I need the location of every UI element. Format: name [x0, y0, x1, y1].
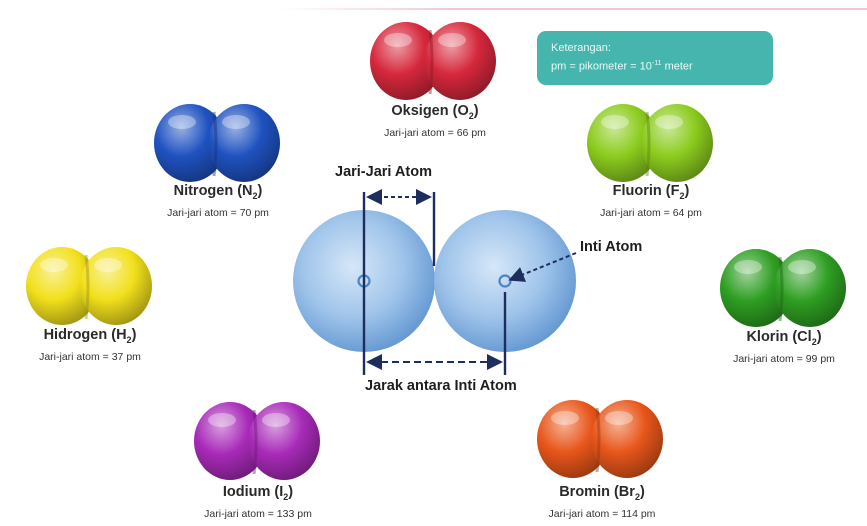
radius-label: Jari-Jari Atom	[335, 164, 432, 180]
distance-label: Jarak antara Inti Atom	[365, 378, 517, 394]
nucleus-label: Inti Atom	[580, 239, 642, 255]
